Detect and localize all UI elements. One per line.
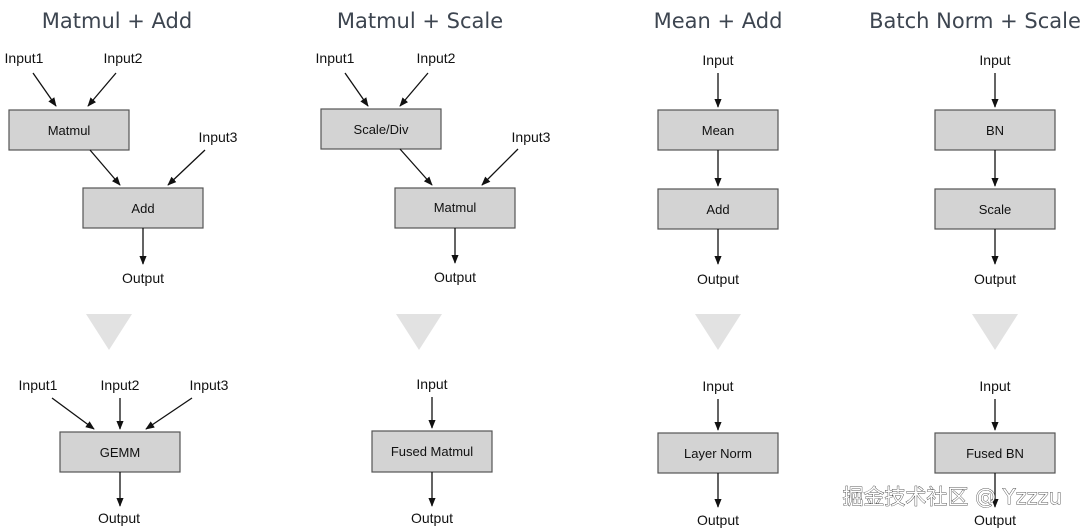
input-label: Input2: [417, 50, 456, 66]
fusion-arrow-icon: [972, 314, 1018, 350]
edge-arrow: [481, 148, 519, 186]
op-label: Mean: [702, 123, 735, 138]
fusion-arrow-icon: [695, 314, 741, 350]
edge-arrow: [344, 72, 369, 107]
op-box: [59, 431, 181, 473]
op-label: Layer Norm: [684, 446, 752, 461]
input-label: Input1: [19, 377, 58, 393]
input-label: Input: [416, 376, 447, 392]
panel-title: Mean + Add: [654, 9, 783, 33]
fusion-arrow-icon: [396, 314, 442, 350]
input-label: Input: [702, 52, 733, 68]
fusion-arrow-icon: [86, 314, 132, 350]
op-box: [657, 109, 779, 151]
input-label: Input3: [512, 129, 551, 145]
panel-batchnorm-scale: Batch Norm + Scale Input BN Scale Output…: [869, 9, 1080, 528]
op-box: [320, 108, 442, 150]
op-label: Matmul: [434, 200, 477, 215]
op-label: Add: [131, 201, 154, 216]
output-label: Output: [411, 510, 453, 526]
input-label: Input1: [5, 50, 44, 66]
edge-arrow: [399, 72, 429, 107]
op-box: [82, 187, 204, 229]
input-label: Input3: [199, 129, 238, 145]
input-label: Input: [979, 52, 1010, 68]
output-label: Output: [434, 269, 476, 285]
panel-title: Matmul + Add: [42, 9, 192, 33]
edge-arrow: [167, 149, 206, 186]
op-label: GEMM: [100, 445, 140, 460]
panel-title: Matmul + Scale: [337, 9, 503, 33]
output-label: Output: [974, 512, 1016, 528]
output-label: Output: [697, 271, 739, 287]
watermark-text: 掘金技术社区 @ Yzzzu: [842, 485, 1062, 509]
op-label: Scale/Div: [354, 122, 409, 137]
op-box: [657, 432, 779, 474]
op-box: [8, 109, 130, 151]
edge-arrow: [51, 397, 95, 430]
op-label: Add: [706, 202, 729, 217]
edge-arrow: [399, 148, 433, 186]
op-label: Fused BN: [966, 446, 1024, 461]
input-label: Input3: [190, 377, 229, 393]
edge-arrow: [32, 72, 57, 107]
edge-arrow: [145, 397, 193, 430]
op-label: BN: [986, 123, 1004, 138]
edge-arrow: [89, 149, 121, 186]
op-box: [657, 188, 779, 230]
op-label: Fused Matmul: [391, 444, 473, 459]
input-label: Input: [702, 378, 733, 394]
panel-mean-add: Mean + Add Input Mean Add Output Input L…: [654, 9, 783, 528]
output-label: Output: [98, 510, 140, 526]
input-label: Input1: [316, 50, 355, 66]
op-box: [934, 432, 1056, 474]
op-label: Matmul: [48, 123, 91, 138]
op-box: [934, 188, 1056, 230]
input-label: Input2: [101, 377, 140, 393]
output-label: Output: [122, 270, 164, 286]
panel-matmul-scale: Matmul + Scale Input1 Input2 Input3 Scal…: [316, 9, 551, 526]
input-label: Input2: [104, 50, 143, 66]
op-box: [934, 109, 1056, 151]
output-label: Output: [697, 512, 739, 528]
input-label: Input: [979, 378, 1010, 394]
op-box: [371, 430, 493, 473]
panel-title: Batch Norm + Scale: [869, 9, 1080, 33]
output-label: Output: [974, 271, 1016, 287]
panel-matmul-add: Matmul + Add Input1 Input2 Input3 Matmul…: [5, 9, 238, 526]
op-label: Scale: [979, 202, 1012, 217]
edge-arrow: [87, 72, 117, 107]
